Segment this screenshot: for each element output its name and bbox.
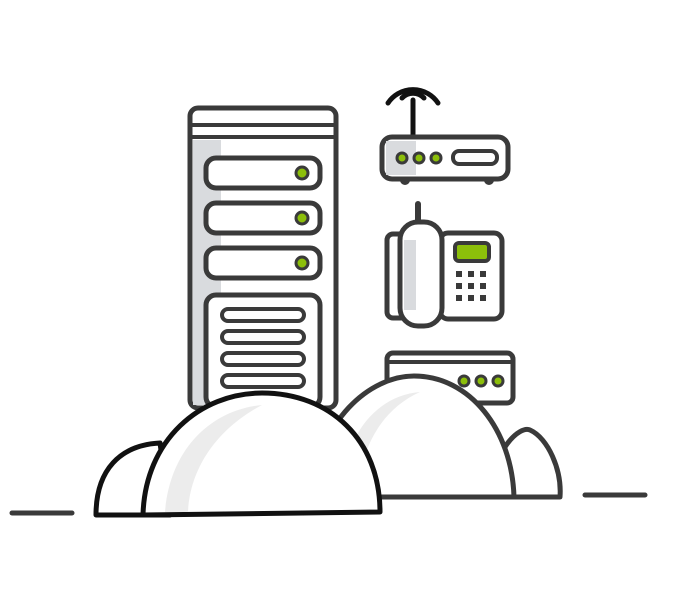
vent-panel [203,292,323,410]
status-led [412,151,426,165]
wifi-router-icon [379,87,511,185]
cloud-icon [93,373,563,518]
status-led [491,374,505,388]
keypad [456,271,486,301]
drive-bays [203,155,323,281]
status-led [294,255,310,271]
status-led [457,374,471,388]
status-led [395,151,409,165]
server-tower-icon [187,105,339,411]
status-led [474,374,488,388]
status-led [429,151,443,165]
status-led [294,210,310,226]
phone-screen [453,241,491,263]
desk-phone-icon [384,201,505,329]
status-led [294,165,310,181]
